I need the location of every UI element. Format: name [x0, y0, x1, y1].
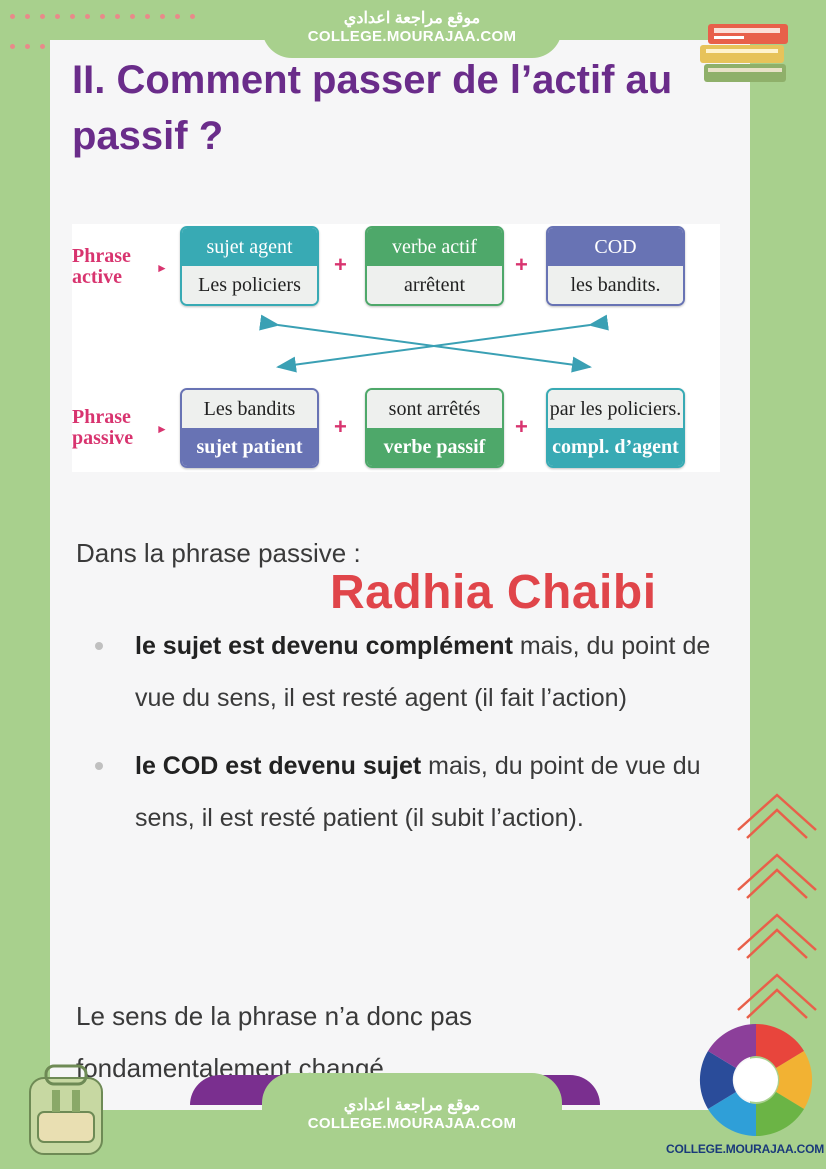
- banner-arabic-title: موقع مراجعة اعدادي: [343, 10, 481, 27]
- books-icon: [700, 24, 788, 82]
- plus-sign: +: [515, 252, 528, 277]
- bullet-dot: [95, 762, 103, 770]
- list-item: le COD est devenu sujet mais, du point d…: [95, 740, 725, 844]
- page-content-area: [50, 40, 750, 1110]
- decorative-dot: [190, 14, 195, 19]
- passive-box-top: par les policiers.: [548, 390, 683, 428]
- active-box-bottom: arrêtent: [367, 266, 502, 304]
- passive-box: par les policiers.compl. d’agent: [546, 388, 685, 468]
- transformation-arrows: [259, 314, 609, 373]
- conclusion-text: Le sens de la phrase n’a donc pas fondam…: [76, 1001, 473, 1083]
- decorative-dot: [70, 14, 75, 19]
- college-logo-icon: [699, 1023, 813, 1137]
- passive-box-top: sont arrêtés: [367, 390, 502, 428]
- banner-url[interactable]: COLLEGE.MOURAJAA.COM: [307, 1115, 517, 1132]
- passive-box-bottom: compl. d’agent: [548, 428, 683, 466]
- decorative-dot: [10, 14, 15, 19]
- passive-box-top: Les bandits: [182, 390, 317, 428]
- decorative-dot: [10, 44, 15, 49]
- chevrons-icon: [737, 793, 817, 1019]
- decorative-dot: [175, 14, 180, 19]
- decorative-dot: [85, 14, 90, 19]
- decorative-dot: [100, 14, 105, 19]
- banner-url[interactable]: COLLEGE.MOURAJAA.COM: [307, 28, 517, 45]
- page-title: II. Comment passer de l’actif au passif …: [72, 58, 673, 158]
- bullet-dot: [95, 642, 103, 650]
- decorative-dot: [40, 44, 45, 49]
- active-box-top: verbe actif: [367, 228, 502, 266]
- row-label-passive: Phrase passive ►: [72, 406, 168, 449]
- list-item-text: mais, du point de vue du sens, il est re…: [135, 632, 711, 712]
- decorative-dot: [130, 14, 135, 19]
- active-box-top: sujet agent: [182, 228, 317, 266]
- active-box-bottom: les bandits.: [548, 266, 683, 304]
- logo-label: COLLEGE.MOURAJAA.COM: [666, 1142, 825, 1156]
- passive-label-text: Phrase passive: [72, 406, 134, 449]
- intro-text: Dans la phrase passive :: [76, 538, 361, 568]
- decorative-dot: [115, 14, 120, 19]
- active-label-text: Phrase active: [72, 245, 131, 288]
- backpack-icon: [29, 1064, 103, 1155]
- pointer-arrow-icon: ►: [156, 261, 168, 275]
- plus-sign: +: [334, 252, 347, 277]
- arrow-cod-to-subject: [276, 314, 609, 373]
- decorative-dot: [145, 14, 150, 19]
- list-item-bold: le sujet est devenu complément: [135, 632, 513, 660]
- decorative-dot: [25, 14, 30, 19]
- active-box-bottom: Les policiers: [182, 266, 317, 304]
- site-banner-top[interactable]: موقع مراجعة اعدادي COLLEGE.MOURAJAA.COM: [262, 0, 562, 58]
- list-item-text: mais, du point de vue du sens, il est re…: [135, 752, 701, 832]
- plus-sign: +: [334, 414, 347, 439]
- decorative-dot: [40, 14, 45, 19]
- pointer-arrow-icon: ►: [156, 422, 168, 436]
- list-item-bold: le COD est devenu sujet: [135, 752, 422, 780]
- plus-sign: +: [515, 414, 528, 439]
- explanation-list: le sujet est devenu complément mais, du …: [95, 620, 725, 860]
- list-item: le sujet est devenu complément mais, du …: [95, 620, 725, 724]
- active-box-top: COD: [548, 228, 683, 266]
- row-label-active: Phrase active ►: [72, 245, 168, 288]
- passive-box-bottom: verbe passif: [367, 428, 502, 466]
- decorative-dot: [160, 14, 165, 19]
- author-watermark: Radhia Chaibi: [330, 566, 657, 619]
- passive-box-bottom: sujet patient: [182, 428, 317, 466]
- site-banner-bottom[interactable]: موقع مراجعة اعدادي COLLEGE.MOURAJAA.COM: [262, 1073, 562, 1169]
- active-passive-diagram: Phrase active ► Phrase passive ► sujet a…: [72, 224, 720, 472]
- decorative-dot: [55, 14, 60, 19]
- decorative-dot: [25, 44, 30, 49]
- banner-arabic-title: موقع مراجعة اعدادي: [343, 1097, 481, 1114]
